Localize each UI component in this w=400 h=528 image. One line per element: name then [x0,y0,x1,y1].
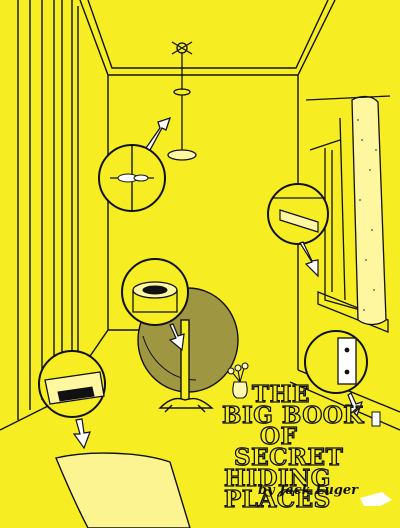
author-byline: by Jack Luger [258,483,358,498]
floor-paper [55,452,191,528]
flower-vase [227,362,249,399]
title-line-1: THE [251,381,310,408]
corner-tear [360,492,392,506]
callout-window-sill [267,183,329,278]
title-line-5: HIDING PLACES [223,465,331,513]
title-line-4: SECRET [233,444,344,471]
floor-lamp-stand [158,319,214,413]
ceiling-light-fixture [167,41,197,161]
window-with-curtain [305,95,391,333]
callout-wall-outlet [304,330,381,427]
title-line-3: OF [259,423,298,450]
callout-lamp-base [121,258,189,352]
callout-ceiling-compartment [98,116,172,212]
book-title: THE BIG BOOK OF SECRET HIDING PLACES [221,381,392,513]
callout-floorboard-compartment [38,350,106,450]
title-line-2: BIG BOOK [221,402,364,429]
